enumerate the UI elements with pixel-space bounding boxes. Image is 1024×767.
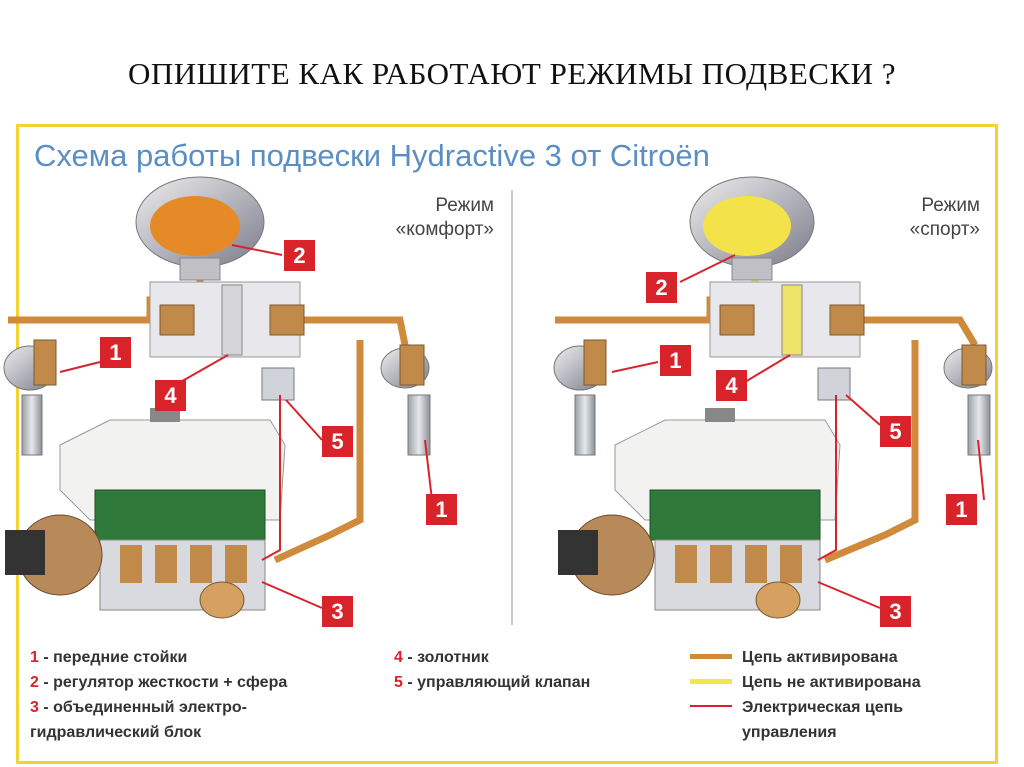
badge-valve: 5 <box>880 416 911 447</box>
badge-spool: 4 <box>716 370 747 401</box>
mode-comfort-line1: Режим <box>435 195 494 216</box>
legend-item: 3 - объединенный электро- <box>30 699 247 716</box>
legend-line-active <box>690 654 732 659</box>
badge-front-strut: 1 <box>946 494 977 525</box>
badge-regulator: 2 <box>646 272 677 303</box>
badge-regulator: 2 <box>284 240 315 271</box>
badge-hydro-block: 3 <box>322 596 353 627</box>
badge-valve: 5 <box>322 426 353 457</box>
mode-comfort-line2: «комфорт» <box>395 219 494 240</box>
mode-sport-line1: Режим <box>921 195 980 216</box>
legend-item: 1 - передние стойки <box>30 649 188 666</box>
slide-title: ОПИШИТЕ КАК РАБОТАЮТ РЕЖИМЫ ПОДВЕСКИ ? <box>127 56 897 91</box>
legend-item: 4 - золотник <box>394 649 489 666</box>
legend-item: гидравлический блок <box>30 724 202 741</box>
sport-panel <box>553 176 993 619</box>
badge-spool: 4 <box>155 380 186 411</box>
diagram-title: Схема работы подвески Hydractive 3 от Ci… <box>34 138 710 173</box>
mode-sport-line2: «спорт» <box>909 219 980 240</box>
legend-line-label: Цепь не активирована <box>742 674 921 691</box>
legend-parts: 1 - передние стойки 2 - регулятор жестко… <box>30 645 287 745</box>
badge-front-strut: 1 <box>426 494 457 525</box>
legend-parts-2: 4 - золотник 5 - управляющий клапан <box>394 645 590 695</box>
legend-line-electric <box>690 705 732 707</box>
badge-front-strut: 1 <box>100 337 131 368</box>
badge-hydro-block: 3 <box>880 596 911 627</box>
legend-item: 5 - управляющий клапан <box>394 674 591 691</box>
legend-line-inactive <box>690 679 732 684</box>
legend-item: 2 - регулятор жесткости + сфера <box>30 674 288 691</box>
badge-front-strut: 1 <box>660 345 691 376</box>
comfort-panel <box>3 176 433 619</box>
legend-line-label: Цепь активирована <box>742 649 898 666</box>
legend-line-label: управления <box>742 724 837 741</box>
legend-lines: Цепь активирована Цепь не активирована Э… <box>742 645 921 745</box>
legend-line-label: Электрическая цепь <box>742 699 904 716</box>
mode-label-sport: Режим «спорт» <box>840 194 980 242</box>
mode-label-comfort: Режим «комфорт» <box>360 194 494 242</box>
